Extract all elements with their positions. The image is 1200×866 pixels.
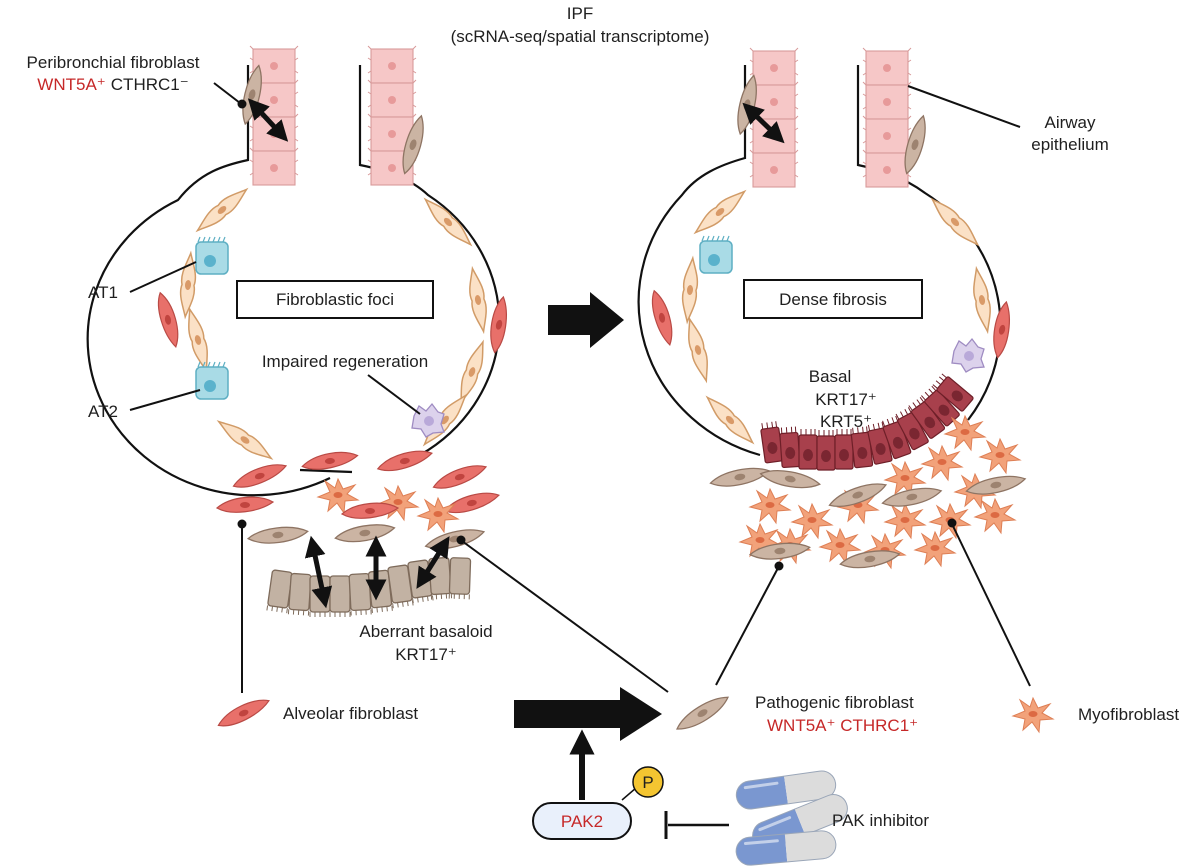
legend-leader-lines [241,523,1031,693]
airway-epithelium-line2: epithelium [1031,135,1109,154]
legend-pathogenic-fibroblast: Pathogenic fibroblast WNT5A⁺ CTHRC1⁺ [672,691,918,736]
basal-line2: KRT17⁺ [815,390,877,409]
peribronchial-marker1: WNT5A⁺ [37,75,105,94]
fibroblastic-foci-box: Fibroblastic foci [236,280,434,319]
pathogenic-transition-arrow [514,687,662,741]
at2-cell [195,361,229,400]
header-line2: (scRNA-seq/spatial transcriptome) [451,27,710,46]
impaired-regeneration-label: Impaired regeneration [262,352,428,371]
basal-line1: Basal [809,367,852,386]
airway-epithelium-line1: Airway [1044,113,1096,132]
right-airway-epithelium [749,47,912,188]
basal-line3: KRT5⁺ [820,412,872,431]
pak2-box [532,802,632,840]
fibroblastic-foci-label: Fibroblastic foci [276,290,394,309]
pathogenic-fibroblast-label: Pathogenic fibroblast [755,693,914,712]
header-line1: IPF [567,4,593,23]
phospho-label: P [642,773,653,792]
right-irregular-cell [951,338,985,373]
left-lining-cells [177,183,492,465]
peribronchial-marker2: CTHRC1⁻ [111,75,189,94]
dense-fibrosis-box: Dense fibrosis [743,279,923,319]
aberrant-basaloid-line1: Aberrant basaloid [359,622,492,641]
peribronchial-markers: WNT5A⁺ CTHRC1⁻ [37,75,188,94]
right-labels: Airway epithelium Basal KRT17⁺ KRT5⁺ [809,85,1109,431]
legend-myofibroblast: Myofibroblast [1012,697,1179,733]
phospho-badge [632,766,664,798]
pak2-pathway: PAK2 P [532,729,729,840]
left-labels: Peribronchial fibroblast WNT5A⁺ CTHRC1⁻ A… [27,53,493,664]
alveolar-fibroblast-label: Alveolar fibroblast [283,704,418,723]
left-airway-epithelium [249,45,417,186]
at1-cell [195,236,229,275]
pathogenic-fibroblast-markers: WNT5A⁺ CTHRC1⁺ [767,716,918,735]
aberrant-basaloid-line2: KRT17⁺ [395,645,457,664]
peribronchial-name: Peribronchial fibroblast [27,53,200,72]
pak-inhibitor-label: PAK inhibitor [832,811,929,830]
at2-label: AT2 [88,402,118,421]
impaired-regeneration-cell [411,403,445,438]
pak2-label: PAK2 [561,812,603,831]
progression-arrow [548,292,624,348]
right-at-cell [699,235,733,274]
myofibroblast-label: Myofibroblast [1078,705,1179,724]
interaction-arrows-left [247,98,450,609]
interaction-arrow-right [742,102,785,144]
legend-alveolar-fibroblast: Alveolar fibroblast [214,695,418,731]
at1-label: AT1 [88,283,118,302]
aberrant-basaloid-cells [266,556,472,618]
dense-fibrosis-label: Dense fibrosis [779,290,887,309]
leader-dots [237,518,957,571]
